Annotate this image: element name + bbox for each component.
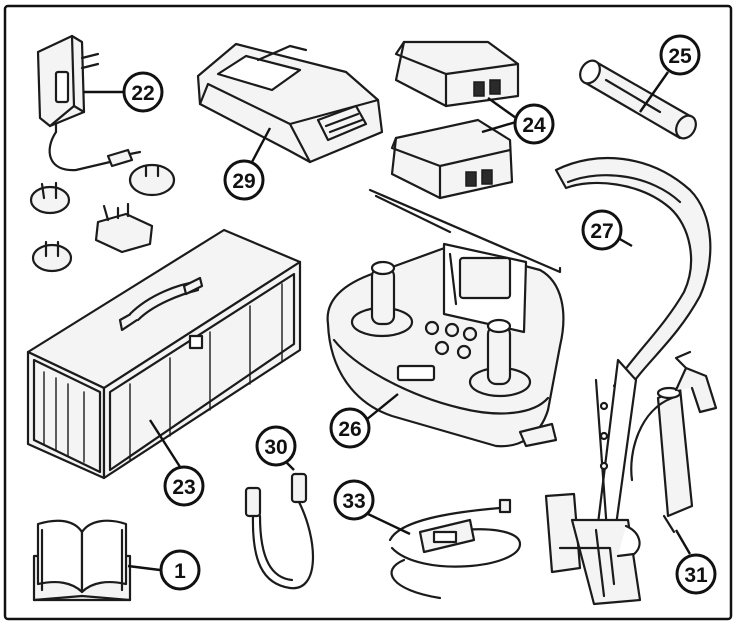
plug-adapter-3 xyxy=(94,202,154,254)
leader-lines xyxy=(84,71,692,572)
battery-charger xyxy=(196,42,384,164)
svg-text:25: 25 xyxy=(668,45,692,68)
connection-cable xyxy=(244,472,314,590)
svg-text:33: 33 xyxy=(342,490,365,513)
plug-adapter-2 xyxy=(128,163,176,197)
diagram-frame xyxy=(3,4,733,621)
svg-text:31: 31 xyxy=(684,564,708,587)
harness-strap xyxy=(544,156,712,606)
grease-gun xyxy=(630,350,718,534)
svg-text:29: 29 xyxy=(232,170,255,193)
callout-26: 26 xyxy=(329,407,371,449)
callout-25: 25 xyxy=(659,34,701,76)
left-joystick xyxy=(350,260,414,338)
callout-31: 31 xyxy=(675,553,717,595)
right-joystick xyxy=(468,318,532,398)
callout-22: 22 xyxy=(122,71,164,113)
svg-text:22: 22 xyxy=(131,82,154,105)
svg-text:27: 27 xyxy=(590,220,613,243)
callout-29: 29 xyxy=(223,159,265,201)
svg-text:24: 24 xyxy=(522,114,546,137)
ferrite-cable xyxy=(388,498,522,600)
svg-text:1: 1 xyxy=(174,560,186,583)
svg-text:30: 30 xyxy=(264,436,287,459)
plug-adapter-4 xyxy=(31,240,73,273)
callout-27: 27 xyxy=(581,209,623,251)
remote-control-console xyxy=(326,188,565,448)
operator-manual xyxy=(32,519,132,602)
callout-23: 23 xyxy=(163,465,205,507)
cylinder-battery xyxy=(579,59,697,140)
callout-33: 33 xyxy=(333,479,375,521)
callout-30: 30 xyxy=(255,425,297,467)
svg-text:23: 23 xyxy=(172,476,195,499)
plug-adapter-1 xyxy=(29,181,71,215)
battery-pack-top xyxy=(394,40,520,108)
power-adapter xyxy=(36,34,142,172)
callout-1: 1 xyxy=(159,549,201,591)
battery-pack-bottom xyxy=(390,118,514,200)
svg-text:26: 26 xyxy=(338,418,361,441)
callout-24: 24 xyxy=(513,103,555,145)
